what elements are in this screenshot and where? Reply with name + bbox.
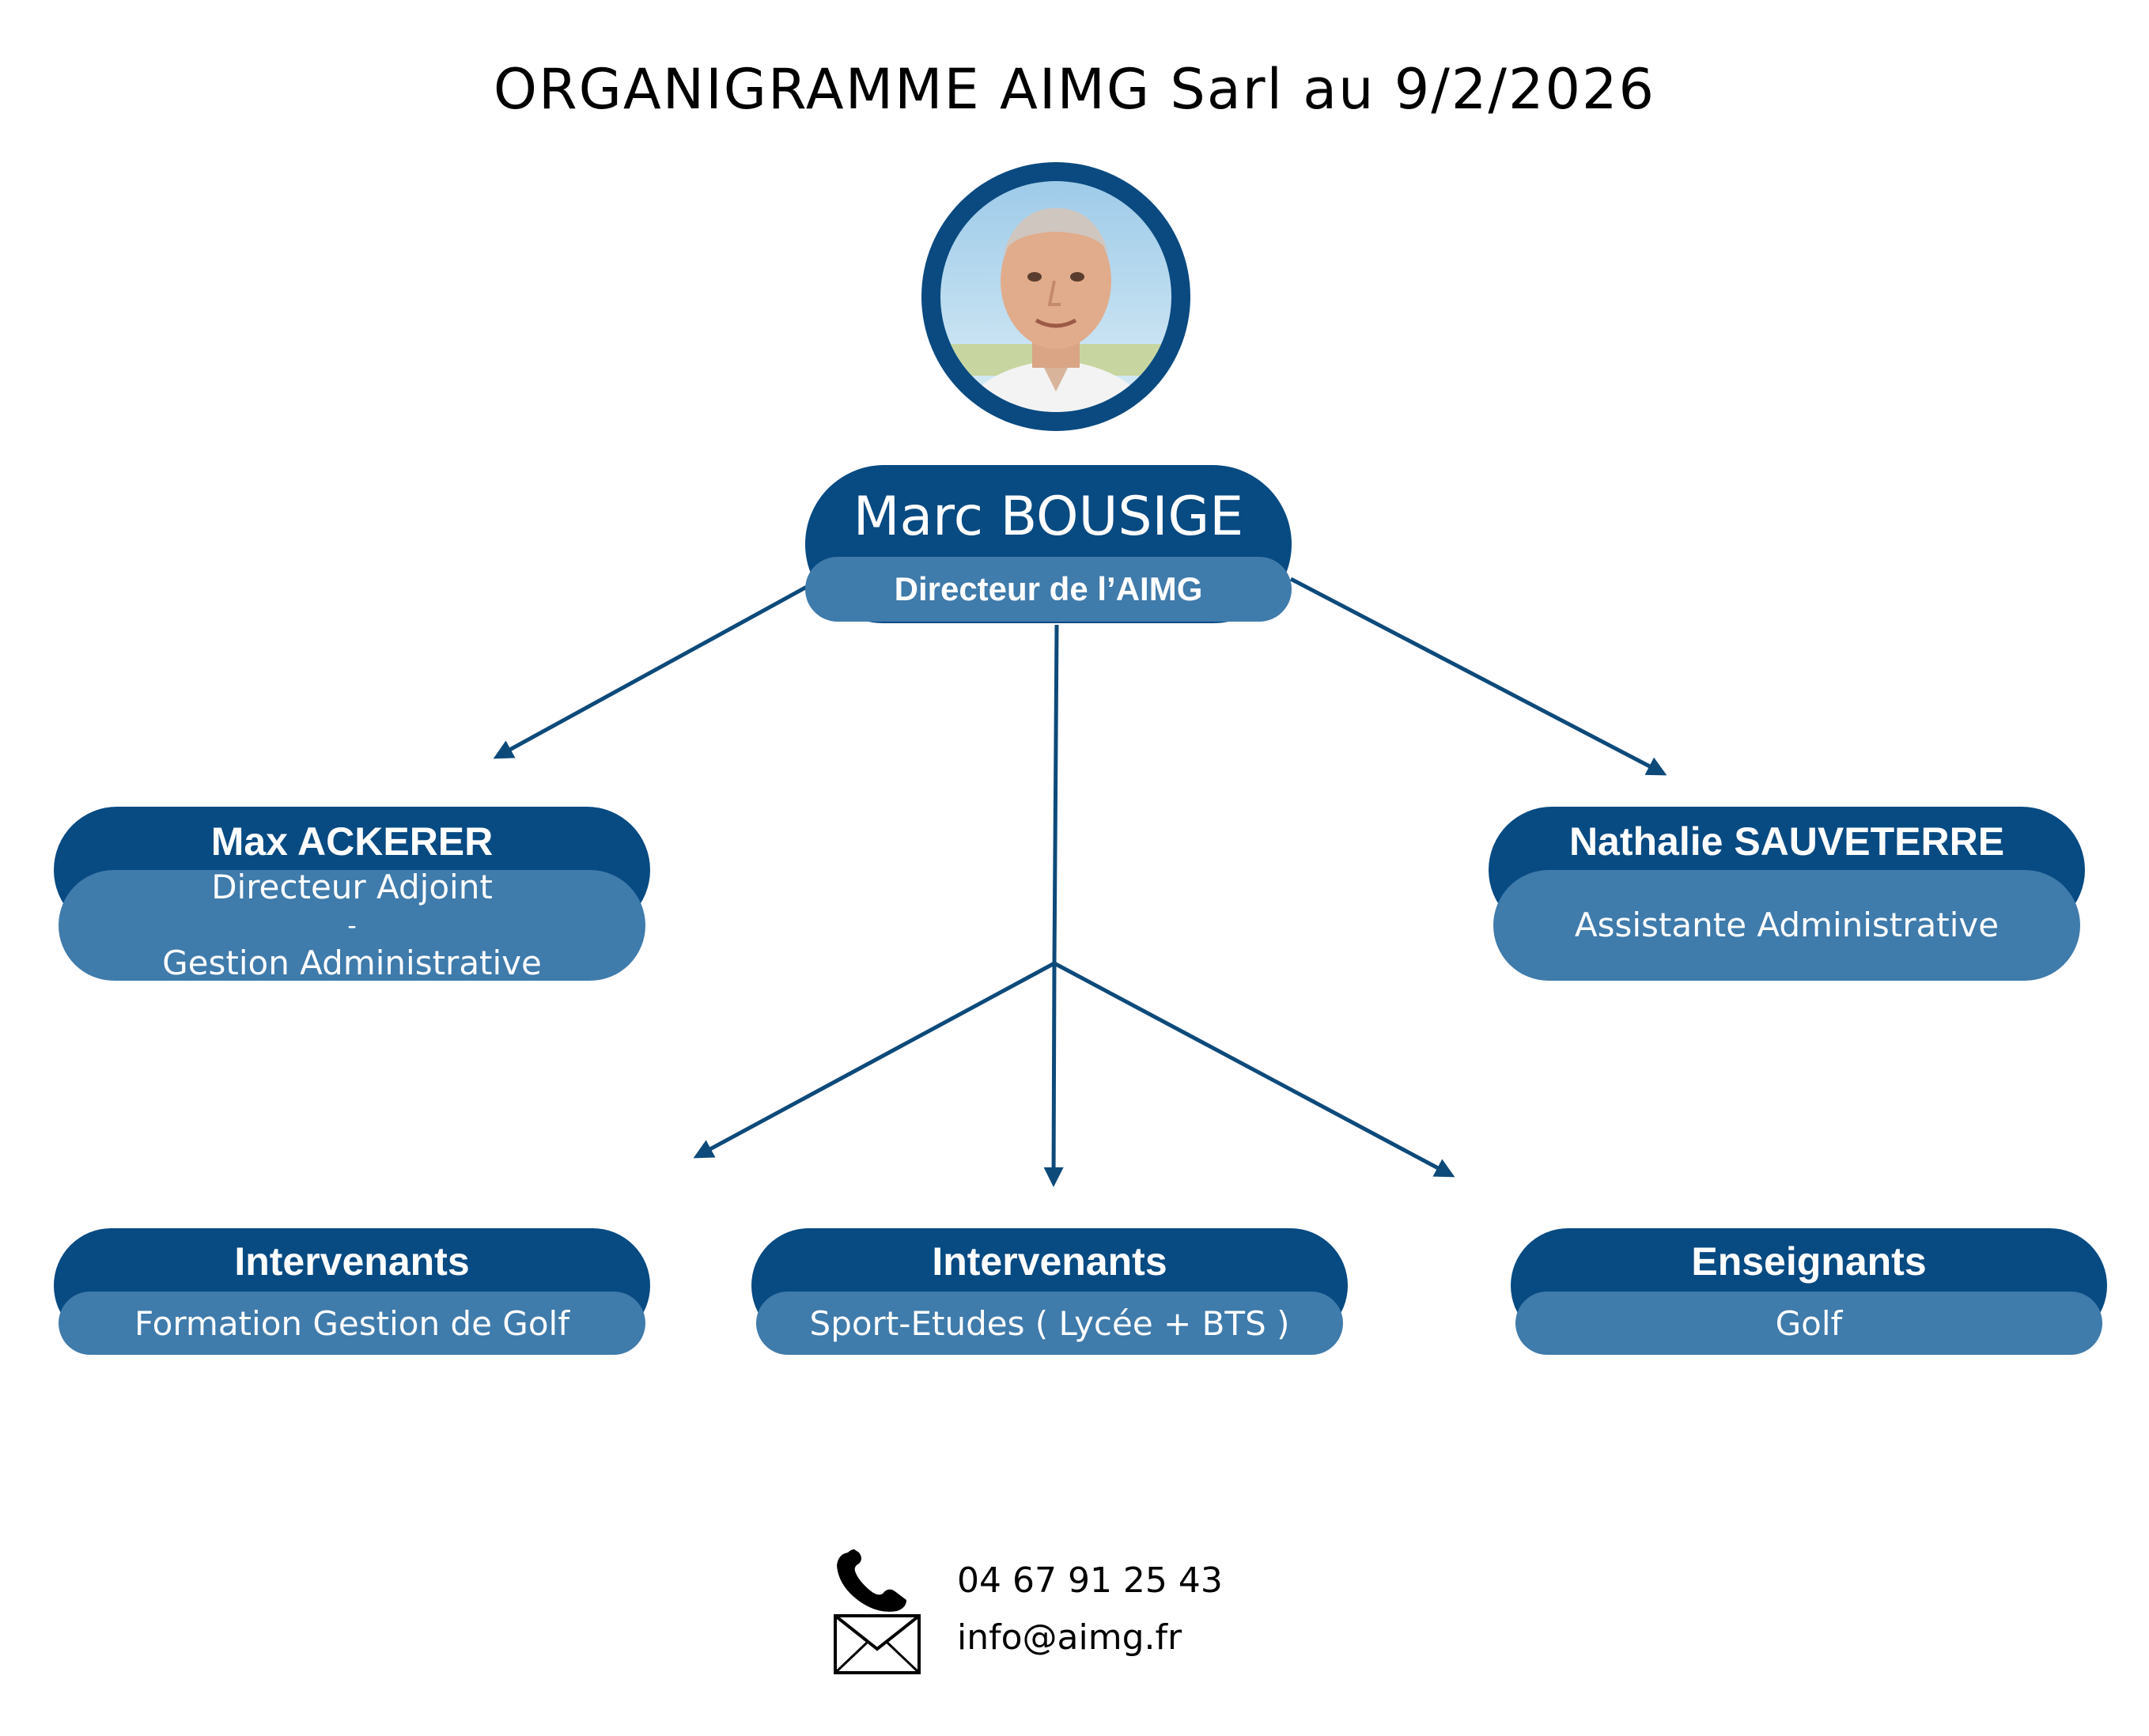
director-node: Marc BOUSIGE Directeur de l’AIMG <box>805 465 1292 623</box>
envelope-icon <box>834 1614 921 1674</box>
phone-icon <box>837 1549 906 1612</box>
deputy-role: Directeur Adjoint - Gestion Administrati… <box>59 868 645 982</box>
team-node-enseignants: Enseignants Golf <box>1511 1228 2107 1355</box>
team-node-sport-etudes: Intervenants Sport-Etudes ( Lycée + BTS … <box>751 1228 1348 1355</box>
link-branch-formation <box>693 961 1056 1159</box>
link-director-branch <box>1052 624 1059 964</box>
director-role: Directeur de l’AIMG <box>805 557 1292 622</box>
team-node-formation: Intervenants Formation Gestion de Golf <box>54 1228 650 1355</box>
link-director-assistant <box>1289 577 1667 776</box>
contact-email: info@aimg.fr <box>830 1609 1182 1689</box>
email-address[interactable]: info@aimg.fr <box>957 1617 1182 1658</box>
director-photo <box>921 162 1190 431</box>
link-director-deputy <box>493 584 808 759</box>
deputy-role-separator: - <box>347 910 357 940</box>
team-subject: Formation Gestion de Golf <box>59 1292 645 1355</box>
assistant-node: Nathalie SAUVETERRE Assistante Administr… <box>1489 807 2085 981</box>
team-subject: Golf <box>1515 1292 2102 1355</box>
deputy-role-line2: Gestion Administrative <box>162 944 542 982</box>
phone-number: 04 67 91 25 43 <box>957 1560 1223 1601</box>
assistant-role: Assistante Administrative <box>1493 870 2080 981</box>
link-branch-enseignants <box>1053 961 1455 1178</box>
team-subject: Sport-Etudes ( Lycée + BTS ) <box>756 1292 1343 1355</box>
contact-phone: 04 67 91 25 43 <box>830 1546 1223 1626</box>
page-title: ORGANIGRAMME AIMG Sarl au 9/2/2026 <box>493 57 1656 122</box>
deputy-node: Max ACKERER Directeur Adjoint - Gestion … <box>54 807 650 982</box>
deputy-role-line1: Directeur Adjoint <box>211 868 493 906</box>
